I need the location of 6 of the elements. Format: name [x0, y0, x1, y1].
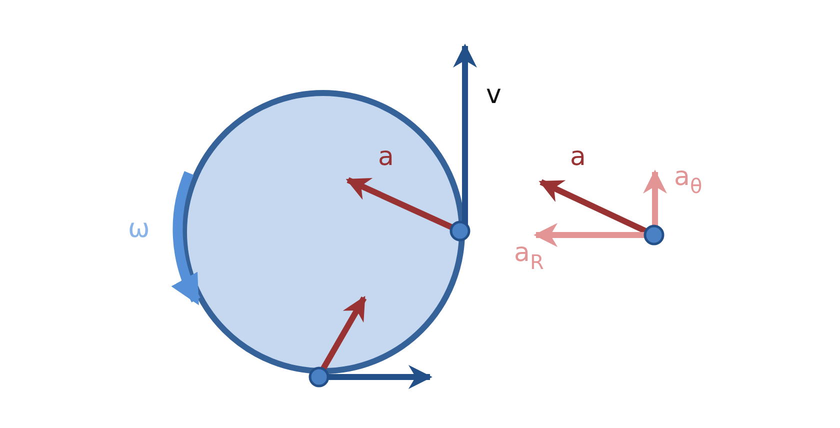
- vector-label: v: [486, 82, 502, 108]
- vector-label: a$_{θ}$: [674, 164, 702, 196]
- vector-label: a: [570, 144, 586, 170]
- vector-label: a: [378, 144, 394, 170]
- vector-label: a$_{R}$: [514, 240, 544, 272]
- angular-velocity-label: ω: [128, 216, 150, 242]
